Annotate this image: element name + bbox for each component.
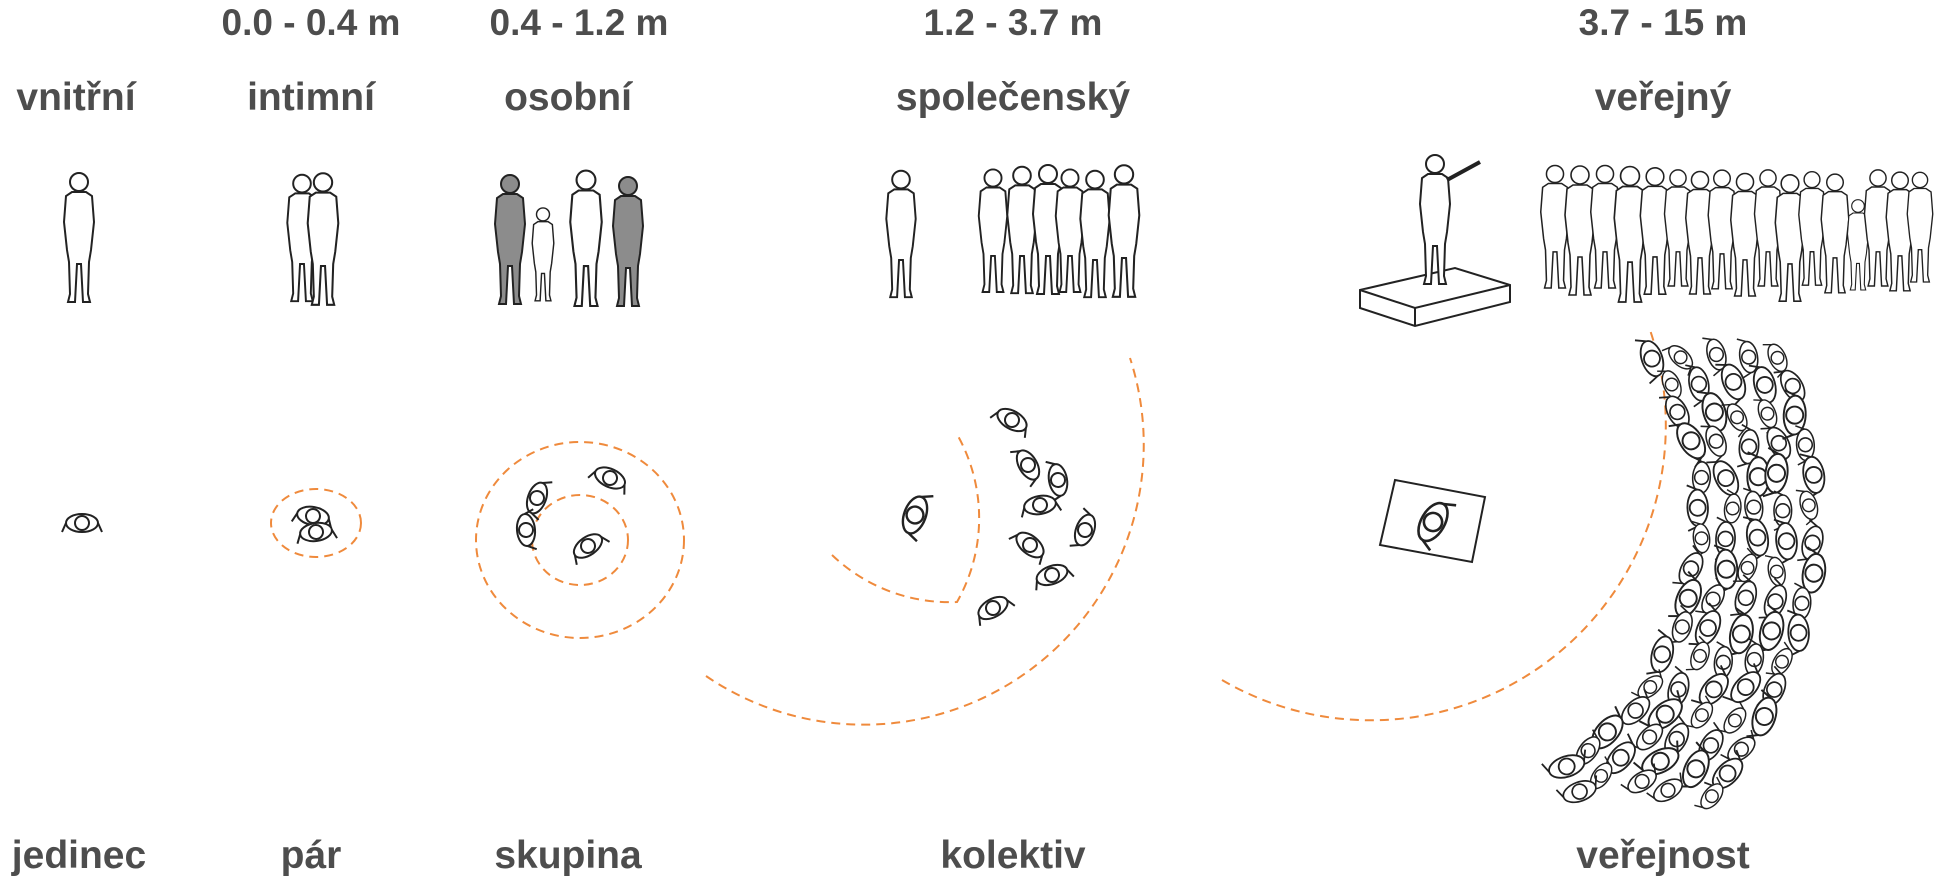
collective-icon — [885, 164, 1141, 299]
top-view-audience-icon — [1540, 332, 1831, 817]
ring-collective-outer — [705, 357, 1145, 726]
audience-member-icon — [1705, 452, 1747, 504]
crowd-icon — [1539, 164, 1934, 303]
ring-group-outer — [475, 441, 685, 639]
audience-member-icon — [1555, 774, 1604, 809]
zone-label-public: veřejný — [1594, 76, 1732, 119]
couple-hug-icon — [286, 172, 340, 306]
distance-label-intimate: 0.0 - 0.4 m — [221, 2, 401, 43]
audience-member-icon — [1540, 748, 1593, 785]
ring-couple — [270, 488, 362, 558]
group-label-public: veřejnost — [1576, 834, 1750, 877]
top-view-figures — [61, 401, 1102, 627]
group-label-collective: kolektiv — [940, 834, 1086, 877]
distance-label-public: 3.7 - 15 m — [1578, 2, 1748, 43]
group-label-individual: jedinec — [11, 834, 147, 877]
standing-person-icon — [63, 172, 95, 303]
top-view-podium-icon — [1378, 478, 1487, 564]
speaker-on-podium-icon — [1359, 154, 1511, 328]
zone-label-intimate: intimní — [247, 76, 375, 119]
top-view-person-icon — [61, 513, 103, 533]
ring-group-inner — [531, 494, 629, 586]
ring-public — [1221, 329, 1667, 722]
zone-label-inner: vnitřní — [16, 76, 136, 119]
proximity-rings — [270, 329, 1667, 726]
audience-member-icon — [1742, 512, 1773, 563]
zone-label-social: společenský — [895, 76, 1131, 119]
group-label-group: skupina — [494, 834, 642, 877]
group-label-couple: pár — [280, 834, 342, 877]
distance-label-social: 1.2 - 3.7 m — [923, 2, 1103, 43]
small-group-icon — [494, 169, 644, 308]
distance-label-personal: 0.4 - 1.2 m — [489, 2, 669, 43]
zone-label-personal: osobní — [504, 76, 632, 119]
ring-collective-inner — [831, 435, 981, 604]
